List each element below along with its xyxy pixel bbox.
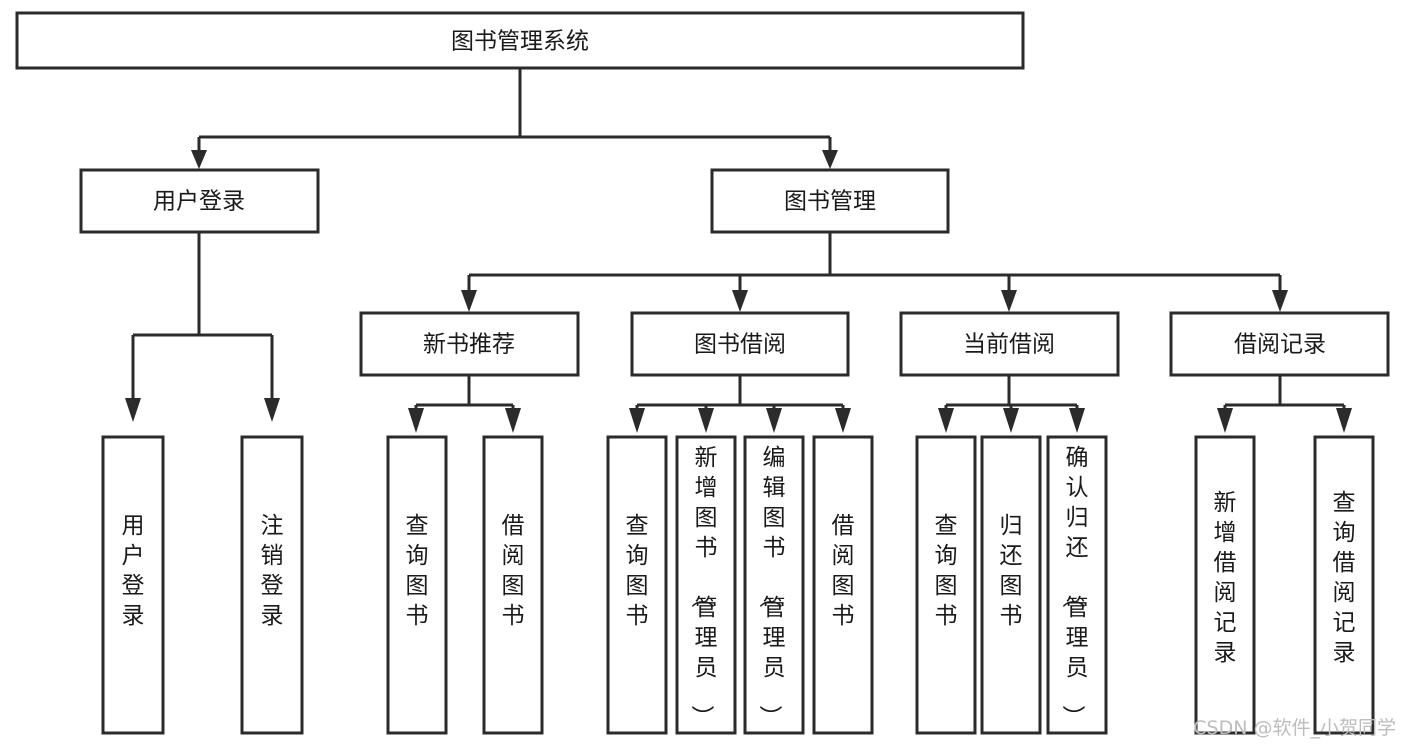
leaf-query-book-2-box[interactable]	[606, 435, 668, 735]
arrow-bb-leaf-2	[698, 408, 714, 433]
arrow-bb-leaf-3	[766, 408, 782, 433]
node-current-borrow[interactable]: 当前借阅	[899, 311, 1120, 377]
leaf-query-record[interactable]: 查询借阅记录	[1313, 435, 1375, 735]
leaf-query-book-3-box[interactable]	[915, 435, 977, 735]
leaf-edit-book[interactable]: 编辑图书（管理员）	[743, 435, 805, 735]
leaf-user-login-label: 用户登录	[122, 513, 145, 629]
node-borrow-record[interactable]: 借阅记录	[1169, 311, 1390, 377]
leaf-borrow-book-1[interactable]: 借阅图书	[482, 435, 544, 735]
leaf-query-book-3-label: 查询图书	[935, 513, 958, 629]
node-book-manage[interactable]: 图书管理	[710, 168, 950, 234]
leaf-add-record[interactable]: 新增借阅记录	[1194, 435, 1256, 735]
node-user-login-label: 用户登录	[153, 189, 245, 215]
leaf-return-book-label: 归还图书	[1000, 513, 1023, 629]
leaf-borrow-book-2-label: 借阅图书	[832, 513, 855, 629]
leaf-query-record-box[interactable]	[1313, 435, 1375, 735]
arrow-bm-to-new-book	[461, 290, 477, 312]
leaf-query-book-1[interactable]: 查询图书	[386, 435, 448, 735]
leaf-return-book[interactable]: 归还图书	[980, 435, 1042, 735]
arrow-bm-to-current-borrow	[1001, 290, 1017, 312]
arrow-br-leaf-2	[1336, 408, 1352, 433]
leaf-query-record-label: 查询借阅记录	[1333, 490, 1356, 666]
leaf-query-book-1-label: 查询图书	[406, 513, 429, 629]
node-new-book-recommend-box[interactable]	[359, 311, 580, 377]
node-borrow-record-label: 借阅记录	[1234, 332, 1326, 358]
node-current-borrow-box[interactable]	[899, 311, 1120, 377]
leaf-borrow-book-1-box[interactable]	[482, 435, 544, 735]
leaf-borrow-book-2[interactable]: 借阅图书	[812, 435, 874, 735]
leaf-add-record-label: 新增借阅记录	[1214, 490, 1237, 666]
arrow-bm-to-book-borrow	[732, 290, 748, 312]
node-root-label: 图书管理系统	[451, 29, 589, 55]
node-user-login[interactable]: 用户登录	[79, 168, 320, 234]
leaf-query-book-1-box[interactable]	[386, 435, 448, 735]
arrow-nbr-leaf-1	[408, 408, 424, 433]
node-book-borrow-label: 图书借阅	[694, 332, 786, 358]
arrow-user-login-leaf-2	[264, 398, 280, 422]
leaf-user-login-box[interactable]	[101, 435, 165, 735]
arrow-user-login-leaf-1	[125, 398, 141, 422]
leaf-borrow-book-1-label: 借阅图书	[502, 513, 525, 629]
arrow-cb-leaf-3	[1069, 408, 1085, 433]
arrow-cb-leaf-1	[938, 408, 954, 433]
node-user-login-box[interactable]	[79, 168, 320, 234]
arrow-nbr-leaf-2	[505, 408, 521, 433]
node-new-book-recommend-label: 新书推荐	[423, 332, 515, 358]
leaf-confirm-return-box[interactable]	[1046, 435, 1108, 735]
leaf-user-login[interactable]: 用户登录	[101, 435, 165, 735]
node-root-box[interactable]	[15, 11, 1025, 70]
arrow-root-to-book-manage	[822, 150, 838, 169]
leaf-add-book-box[interactable]	[675, 435, 737, 735]
leaf-add-record-box[interactable]	[1194, 435, 1256, 735]
arrow-cb-leaf-2	[1003, 408, 1019, 433]
leaf-user-logout-label: 注销登录	[261, 513, 284, 629]
arrow-bm-to-borrow-record	[1272, 290, 1288, 312]
leaf-user-logout[interactable]: 注销登录	[240, 435, 304, 735]
leaf-confirm-return-label: 确认归还（管理员）	[1060, 445, 1089, 728]
node-new-book-recommend[interactable]: 新书推荐	[359, 311, 580, 377]
leaf-user-logout-box[interactable]	[240, 435, 304, 735]
watermark-label: CSDN @软件_小贺同学	[1193, 717, 1396, 739]
connectors	[125, 68, 1352, 433]
leaf-return-book-box[interactable]	[980, 435, 1042, 735]
node-book-manage-box[interactable]	[710, 168, 950, 234]
leaf-add-book-label: 新增图书（管理员）	[689, 445, 718, 728]
node-current-borrow-label: 当前借阅	[963, 332, 1055, 358]
node-root[interactable]: 图书管理系统	[15, 11, 1025, 70]
leaf-add-book[interactable]: 新增图书（管理员）	[675, 435, 737, 735]
leaf-query-book-2[interactable]: 查询图书	[606, 435, 668, 735]
node-borrow-record-box[interactable]	[1169, 311, 1390, 377]
node-book-manage-label: 图书管理	[784, 189, 876, 215]
leaf-query-book-2-label: 查询图书	[626, 513, 649, 629]
node-book-borrow[interactable]: 图书借阅	[630, 311, 850, 377]
leaf-query-book-3[interactable]: 查询图书	[915, 435, 977, 735]
arrow-root-to-user-login	[191, 150, 207, 169]
arrow-br-leaf-1	[1217, 408, 1233, 433]
arrow-bb-leaf-4	[835, 408, 851, 433]
leaf-edit-book-box[interactable]	[743, 435, 805, 735]
arrow-bb-leaf-1	[629, 408, 645, 433]
leaf-edit-book-label: 编辑图书（管理员）	[757, 445, 786, 728]
leaf-borrow-book-2-box[interactable]	[812, 435, 874, 735]
leaf-confirm-return[interactable]: 确认归还（管理员）	[1046, 435, 1108, 735]
node-book-borrow-box[interactable]	[630, 311, 850, 377]
